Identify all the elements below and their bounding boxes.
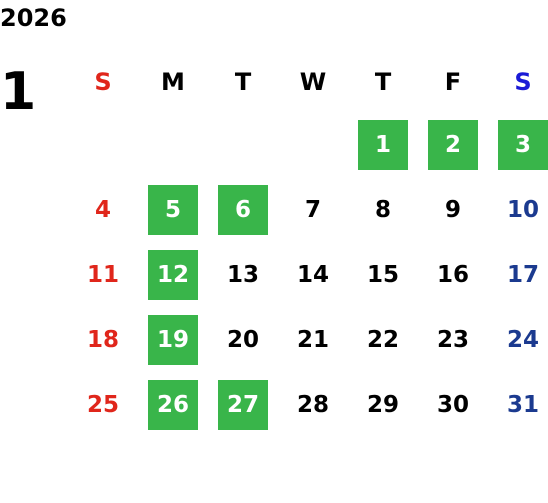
day-cell: 13: [208, 242, 278, 307]
day-number: 22: [366, 326, 399, 353]
day-cell: 16: [418, 242, 488, 307]
weekday-header: T: [374, 68, 392, 96]
day-number: 5: [148, 184, 198, 235]
day-cell: 14: [278, 242, 348, 307]
day-number: 9: [444, 196, 461, 223]
weekday-header: F: [444, 68, 462, 96]
day-number: 4: [94, 196, 111, 223]
highlighted-day-cell: 27: [208, 372, 278, 437]
day-number: 7: [304, 196, 321, 223]
day-number: 14: [296, 261, 329, 288]
day-cell: 30: [418, 372, 488, 437]
day-cell: 29: [348, 372, 418, 437]
day-number: 2: [428, 119, 478, 170]
day-cell: 21: [278, 307, 348, 372]
day-number: 10: [506, 196, 539, 223]
day-cell: 17: [488, 242, 548, 307]
day-cell: 4: [68, 177, 138, 242]
day-number: 3: [498, 119, 548, 170]
day-number: 29: [366, 391, 399, 418]
weekday-header: S: [94, 68, 112, 96]
highlighted-day-cell: 5: [138, 177, 208, 242]
highlighted-day-cell: 12: [138, 242, 208, 307]
day-number: 28: [296, 391, 329, 418]
weekday-header: W: [299, 68, 327, 96]
month-number: 1: [0, 62, 37, 122]
day-number: 23: [436, 326, 469, 353]
empty-day-cell: [208, 112, 278, 177]
day-number: 21: [296, 326, 329, 353]
day-cell: 7: [278, 177, 348, 242]
day-number: 11: [86, 261, 119, 288]
empty-day-cell: [68, 112, 138, 177]
day-number: 27: [218, 379, 268, 430]
highlighted-day-cell: 6: [208, 177, 278, 242]
day-number: 26: [148, 379, 198, 430]
day-cell: 10: [488, 177, 548, 242]
highlighted-day-cell: 2: [418, 112, 488, 177]
day-number: 16: [436, 261, 469, 288]
day-number: 8: [374, 196, 391, 223]
day-cell: 22: [348, 307, 418, 372]
weekday-header: T: [234, 68, 252, 96]
day-cell: 31: [488, 372, 548, 437]
empty-day-cell: [278, 112, 348, 177]
day-number: 15: [366, 261, 399, 288]
highlighted-day-cell: 19: [138, 307, 208, 372]
day-cell: 20: [208, 307, 278, 372]
day-cell: 28: [278, 372, 348, 437]
day-number: 24: [506, 326, 539, 353]
day-cell: 24: [488, 307, 548, 372]
day-cell: 9: [418, 177, 488, 242]
day-cell: 11: [68, 242, 138, 307]
day-number: 25: [86, 391, 119, 418]
day-number: 12: [148, 249, 198, 300]
day-number: 13: [226, 261, 259, 288]
year-label: 2026: [0, 4, 67, 32]
weekday-header: M: [161, 68, 185, 96]
day-number: 17: [506, 261, 539, 288]
highlighted-day-cell: 3: [488, 112, 548, 177]
highlighted-day-cell: 26: [138, 372, 208, 437]
weekday-header: S: [514, 68, 532, 96]
day-number: 1: [358, 119, 408, 170]
day-cell: 18: [68, 307, 138, 372]
day-number: 30: [436, 391, 469, 418]
empty-day-cell: [138, 112, 208, 177]
day-number: 31: [506, 391, 539, 418]
day-number: 18: [86, 326, 119, 353]
day-cell: 15: [348, 242, 418, 307]
day-cell: 8: [348, 177, 418, 242]
day-number: 19: [148, 314, 198, 365]
day-number: 6: [218, 184, 268, 235]
day-number: 20: [226, 326, 259, 353]
day-cell: 23: [418, 307, 488, 372]
day-cell: 25: [68, 372, 138, 437]
highlighted-day-cell: 1: [348, 112, 418, 177]
